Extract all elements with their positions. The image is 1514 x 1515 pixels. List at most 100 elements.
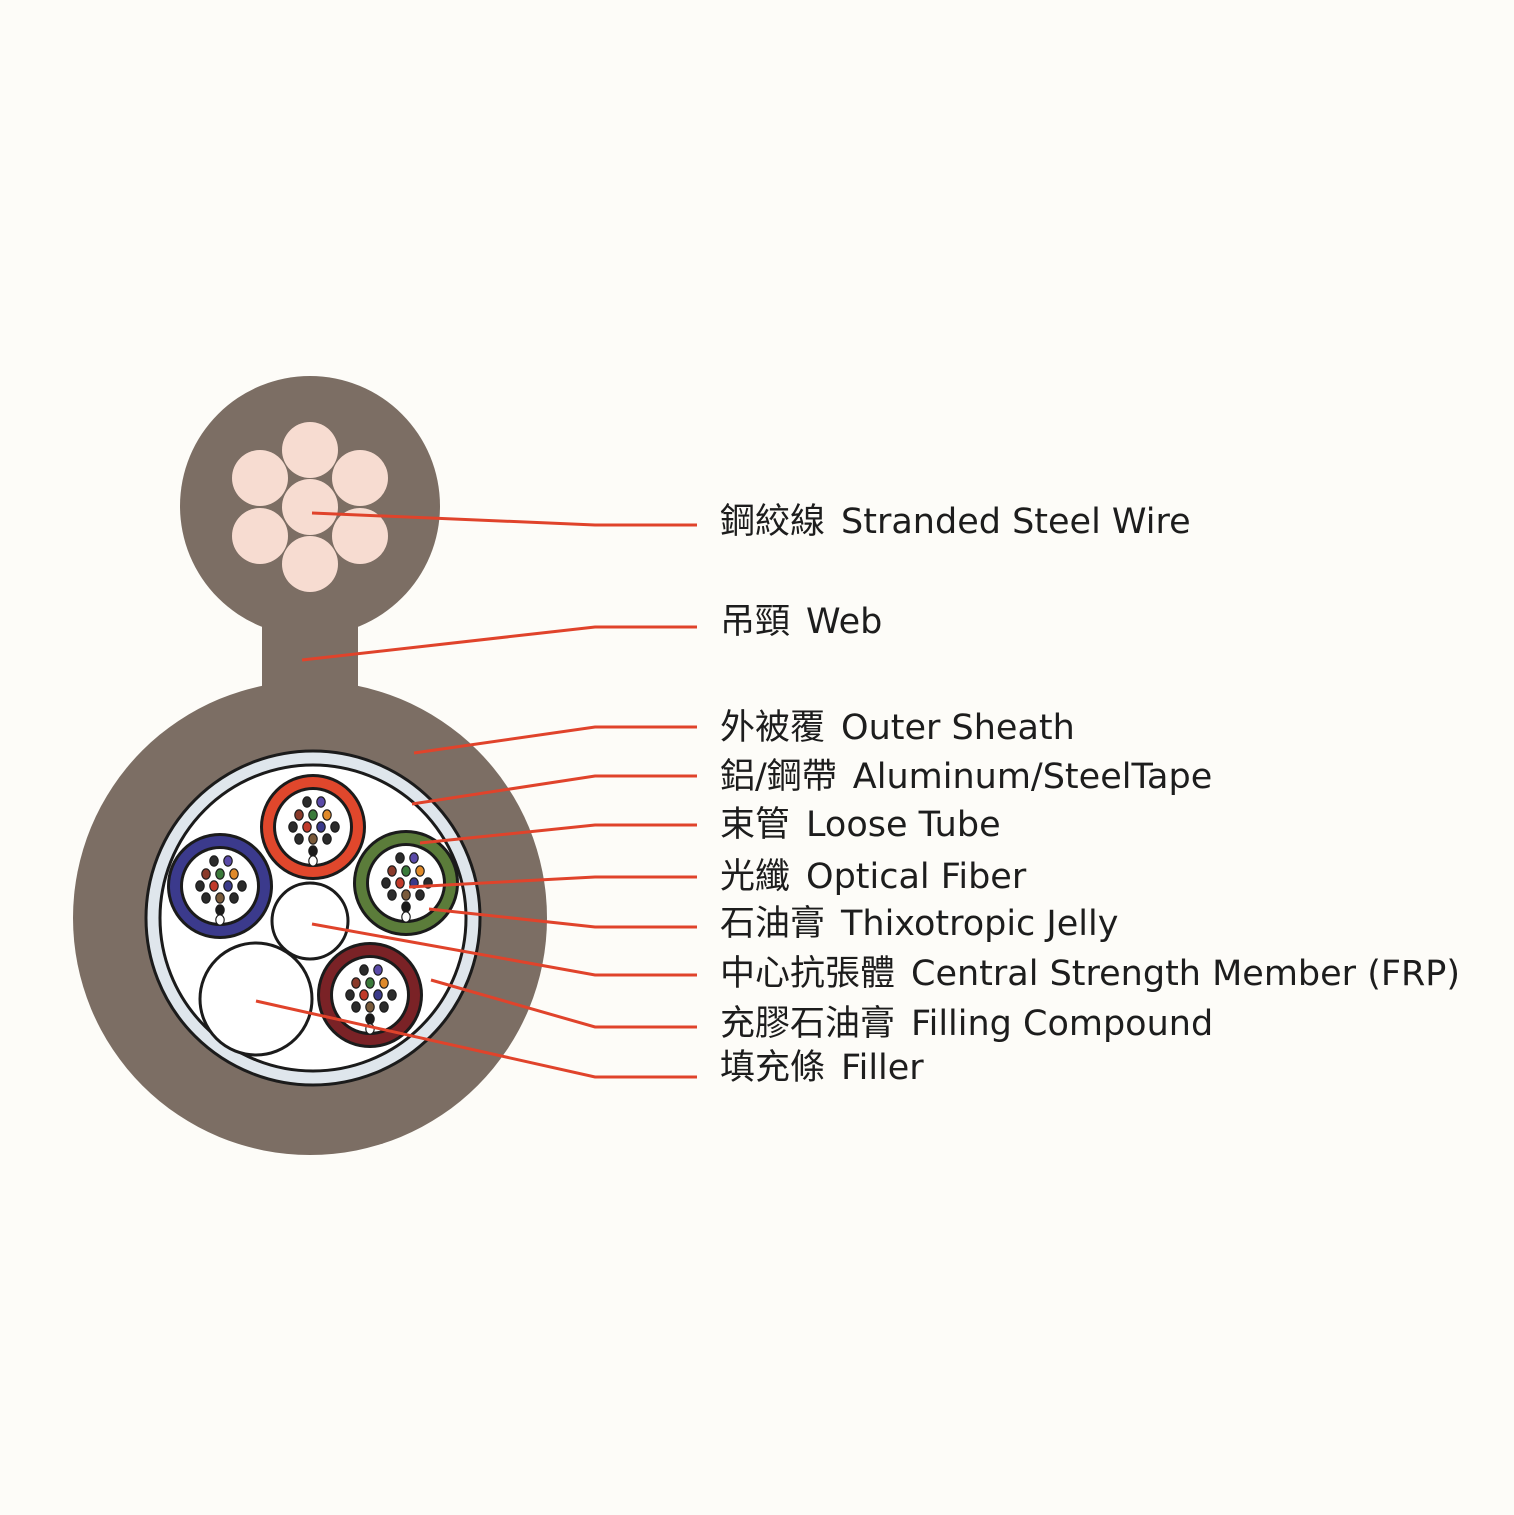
loose-tube-jelly	[369, 846, 443, 920]
label-zh: 外被覆	[720, 708, 826, 748]
fiber-dot	[415, 865, 425, 877]
steel-strand	[282, 536, 338, 592]
label-stranded-steel-wire: 鋼絞線 Stranded Steel Wire	[720, 502, 1191, 542]
fiber-dot	[302, 796, 312, 808]
label-zh: 中心抗張體	[720, 954, 896, 994]
label-en: Stranded Steel Wire	[841, 502, 1191, 542]
steel-strand	[332, 450, 388, 506]
fiber-dot	[387, 889, 397, 901]
fiber-dot	[373, 989, 383, 1001]
fiber-dot	[322, 833, 332, 845]
leader-line-outer-sheath	[413, 725, 697, 755]
fiber-dot	[401, 865, 411, 877]
fiber-dot	[302, 821, 312, 833]
fiber-dot	[294, 833, 304, 845]
fiber-dot	[381, 877, 391, 889]
label-en: Optical Fiber	[806, 857, 1027, 897]
label-web: 吊頸 Web	[720, 602, 882, 642]
label-filler: 填充條 Filler	[720, 1048, 924, 1088]
fiber-dot	[308, 845, 318, 857]
fiber-dot	[308, 833, 318, 845]
fiber-dot	[373, 964, 383, 976]
fiber-dot	[359, 964, 369, 976]
fiber-dot	[379, 977, 389, 989]
fiber-dot	[223, 855, 233, 867]
label-en: Aluminum/SteelTape	[852, 757, 1213, 797]
fiber-dot	[395, 877, 405, 889]
label-zh: 鋼絞線	[720, 502, 826, 542]
leader-line-web	[301, 625, 697, 662]
fiber-dot	[316, 796, 326, 808]
label-filling-compound: 充膠石油膏 Filling Compound	[720, 1004, 1213, 1044]
label-en: Outer Sheath	[841, 708, 1075, 748]
fiber-dot	[288, 821, 298, 833]
loose-tube-green	[353, 830, 459, 936]
fiber-dot	[387, 989, 397, 1001]
fiber-dot	[195, 880, 205, 892]
fiber-dot	[401, 901, 411, 913]
optical-fibers	[195, 796, 433, 1035]
fiber-dot	[229, 892, 239, 904]
fiber-dot	[215, 868, 225, 880]
label-en: Central Strength Member (FRP)	[911, 954, 1461, 994]
fiber-dot	[209, 855, 219, 867]
leader-line-filling-compound	[430, 978, 697, 1029]
label-zh: 鋁/鋼帶	[720, 757, 837, 797]
label-zh: 填充條	[720, 1048, 826, 1088]
steel-strand	[232, 508, 288, 564]
fiber-dot	[365, 1013, 375, 1025]
fiber-dot	[365, 977, 375, 989]
fiber-dot	[351, 977, 361, 989]
fiber-dot	[215, 904, 225, 916]
label-zh: 吊頸	[720, 602, 791, 642]
steel-strand	[232, 450, 288, 506]
fiber-dot	[395, 852, 405, 864]
steel-strand-center	[282, 479, 338, 535]
label-zh: 光纖	[720, 857, 791, 897]
fiber-dot	[359, 989, 369, 1001]
steel-wire-strands	[232, 422, 388, 592]
fiber-dot	[415, 889, 425, 901]
loose-tube-jelly	[183, 849, 257, 923]
fiber-dot	[409, 852, 419, 864]
fiber-dot	[330, 821, 340, 833]
label-en: Loose Tube	[806, 805, 1001, 845]
fiber-dot	[308, 855, 318, 867]
label-zh: 石油膏	[720, 904, 826, 944]
fiber-dot	[223, 880, 233, 892]
fiber-dot	[365, 1001, 375, 1013]
fiber-dot	[322, 809, 332, 821]
label-en: Filling Compound	[911, 1004, 1214, 1044]
fiber-dot	[215, 914, 225, 926]
label-en: Filler	[841, 1048, 924, 1088]
label-zh: 充膠石油膏	[720, 1004, 896, 1044]
fiber-dot	[201, 868, 211, 880]
steel-strand	[282, 422, 338, 478]
fiber-dot	[379, 1001, 389, 1013]
leader-line-central-strength-member	[311, 922, 697, 977]
loose-tube-jelly	[333, 958, 407, 1032]
filler-rod	[198, 941, 314, 1057]
label-optical-fiber: 光纖 Optical Fiber	[720, 857, 1026, 897]
leader-line-loose-tube	[419, 823, 697, 845]
fiber-dot	[401, 889, 411, 901]
fiber-dot	[401, 911, 411, 923]
fiber-dot	[308, 809, 318, 821]
leader-line-steel-tape	[411, 774, 697, 806]
central-strength-member	[270, 881, 350, 961]
fiber-dot	[201, 892, 211, 904]
leader-line-filler	[255, 999, 697, 1079]
label-central-strength-member: 中心抗張體 Central Strength Member (FRP)	[720, 954, 1460, 994]
label-steel-tape: 鋁/鋼帶 Aluminum/SteelTape	[720, 757, 1212, 797]
label-en: Web	[806, 602, 883, 642]
fiber-dot	[294, 809, 304, 821]
fiber-dot	[209, 880, 219, 892]
fiber-dot	[229, 868, 239, 880]
fiber-dot	[316, 821, 326, 833]
fiber-dot	[215, 892, 225, 904]
steel-strand	[332, 508, 388, 564]
leader-line-thixotropic-jelly	[428, 907, 697, 929]
